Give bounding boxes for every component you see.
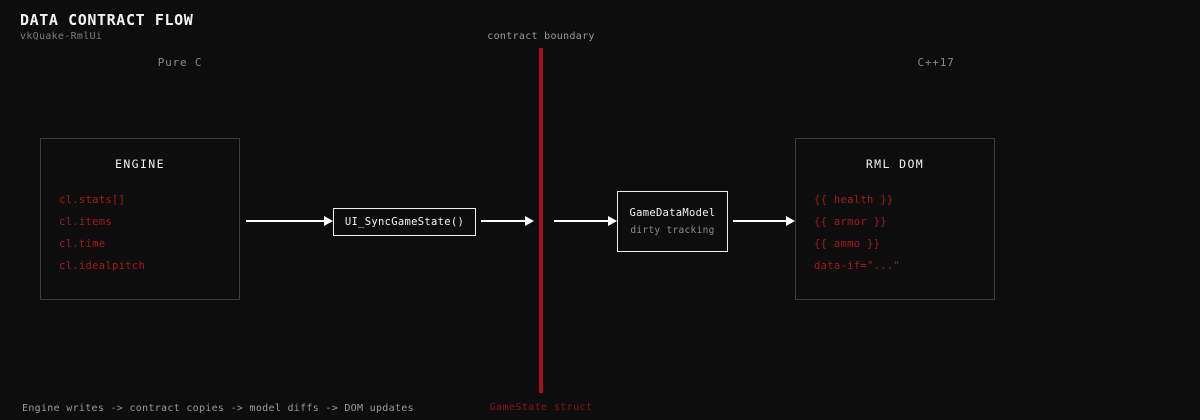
arrow-shaft <box>481 220 525 222</box>
node-sync-label: UI_SyncGameState() <box>344 216 465 228</box>
contract-boundary-line <box>539 48 543 393</box>
arrow-boundary-to-model <box>554 216 617 226</box>
arrow-model-to-dom <box>733 216 795 226</box>
list-item: {{ ammo }} <box>814 238 881 250</box>
node-ui-syncgamestate: UI_SyncGameState() <box>333 208 476 236</box>
panel-engine: ENGINE cl.stats[] cl.items cl.time cl.id… <box>40 138 240 300</box>
panel-dom-list: {{ health }} {{ armor }} {{ ammo }} data… <box>814 189 986 277</box>
panel-engine-title: ENGINE <box>115 157 165 171</box>
zone-label-right: C++17 <box>917 56 955 69</box>
list-item: cl.stats[] <box>59 194 126 206</box>
page-title: DATA CONTRACT FLOW <box>20 11 194 29</box>
node-model-label: GameDataModel <box>629 207 716 219</box>
list-item: {{ armor }} <box>814 216 887 228</box>
list-item: cl.idealpitch <box>59 260 146 272</box>
contract-boundary-label: contract boundary <box>487 31 595 42</box>
arrow-head-icon <box>786 216 795 226</box>
arrow-shaft <box>733 220 786 222</box>
arrow-head-icon <box>324 216 333 226</box>
arrow-head-icon <box>525 216 534 226</box>
arrow-head-icon <box>608 216 617 226</box>
page-subtitle: vkQuake-RmlUi <box>20 31 103 42</box>
list-item: data-if="..." <box>814 260 901 272</box>
zone-label-left: Pure C <box>157 56 203 69</box>
list-item: {{ health }} <box>814 194 894 206</box>
arrow-shaft <box>554 220 608 222</box>
arrow-shaft <box>246 220 324 222</box>
panel-rml-dom: RML DOM {{ health }} {{ armor }} {{ ammo… <box>795 138 995 300</box>
node-model-sublabel: dirty tracking <box>630 225 715 236</box>
arrow-sync-to-boundary <box>481 216 534 226</box>
contract-boundary-caption: GameState struct <box>489 402 593 413</box>
node-gamedatamodel: GameDataModel dirty tracking <box>617 191 728 252</box>
list-item: cl.items <box>59 216 112 228</box>
list-item: cl.time <box>59 238 106 250</box>
footer-caption: Engine writes -> contract copies -> mode… <box>22 403 414 414</box>
panel-dom-title: RML DOM <box>865 157 925 171</box>
panel-engine-list: cl.stats[] cl.items cl.time cl.idealpitc… <box>59 189 231 277</box>
arrow-engine-to-sync <box>246 216 333 226</box>
